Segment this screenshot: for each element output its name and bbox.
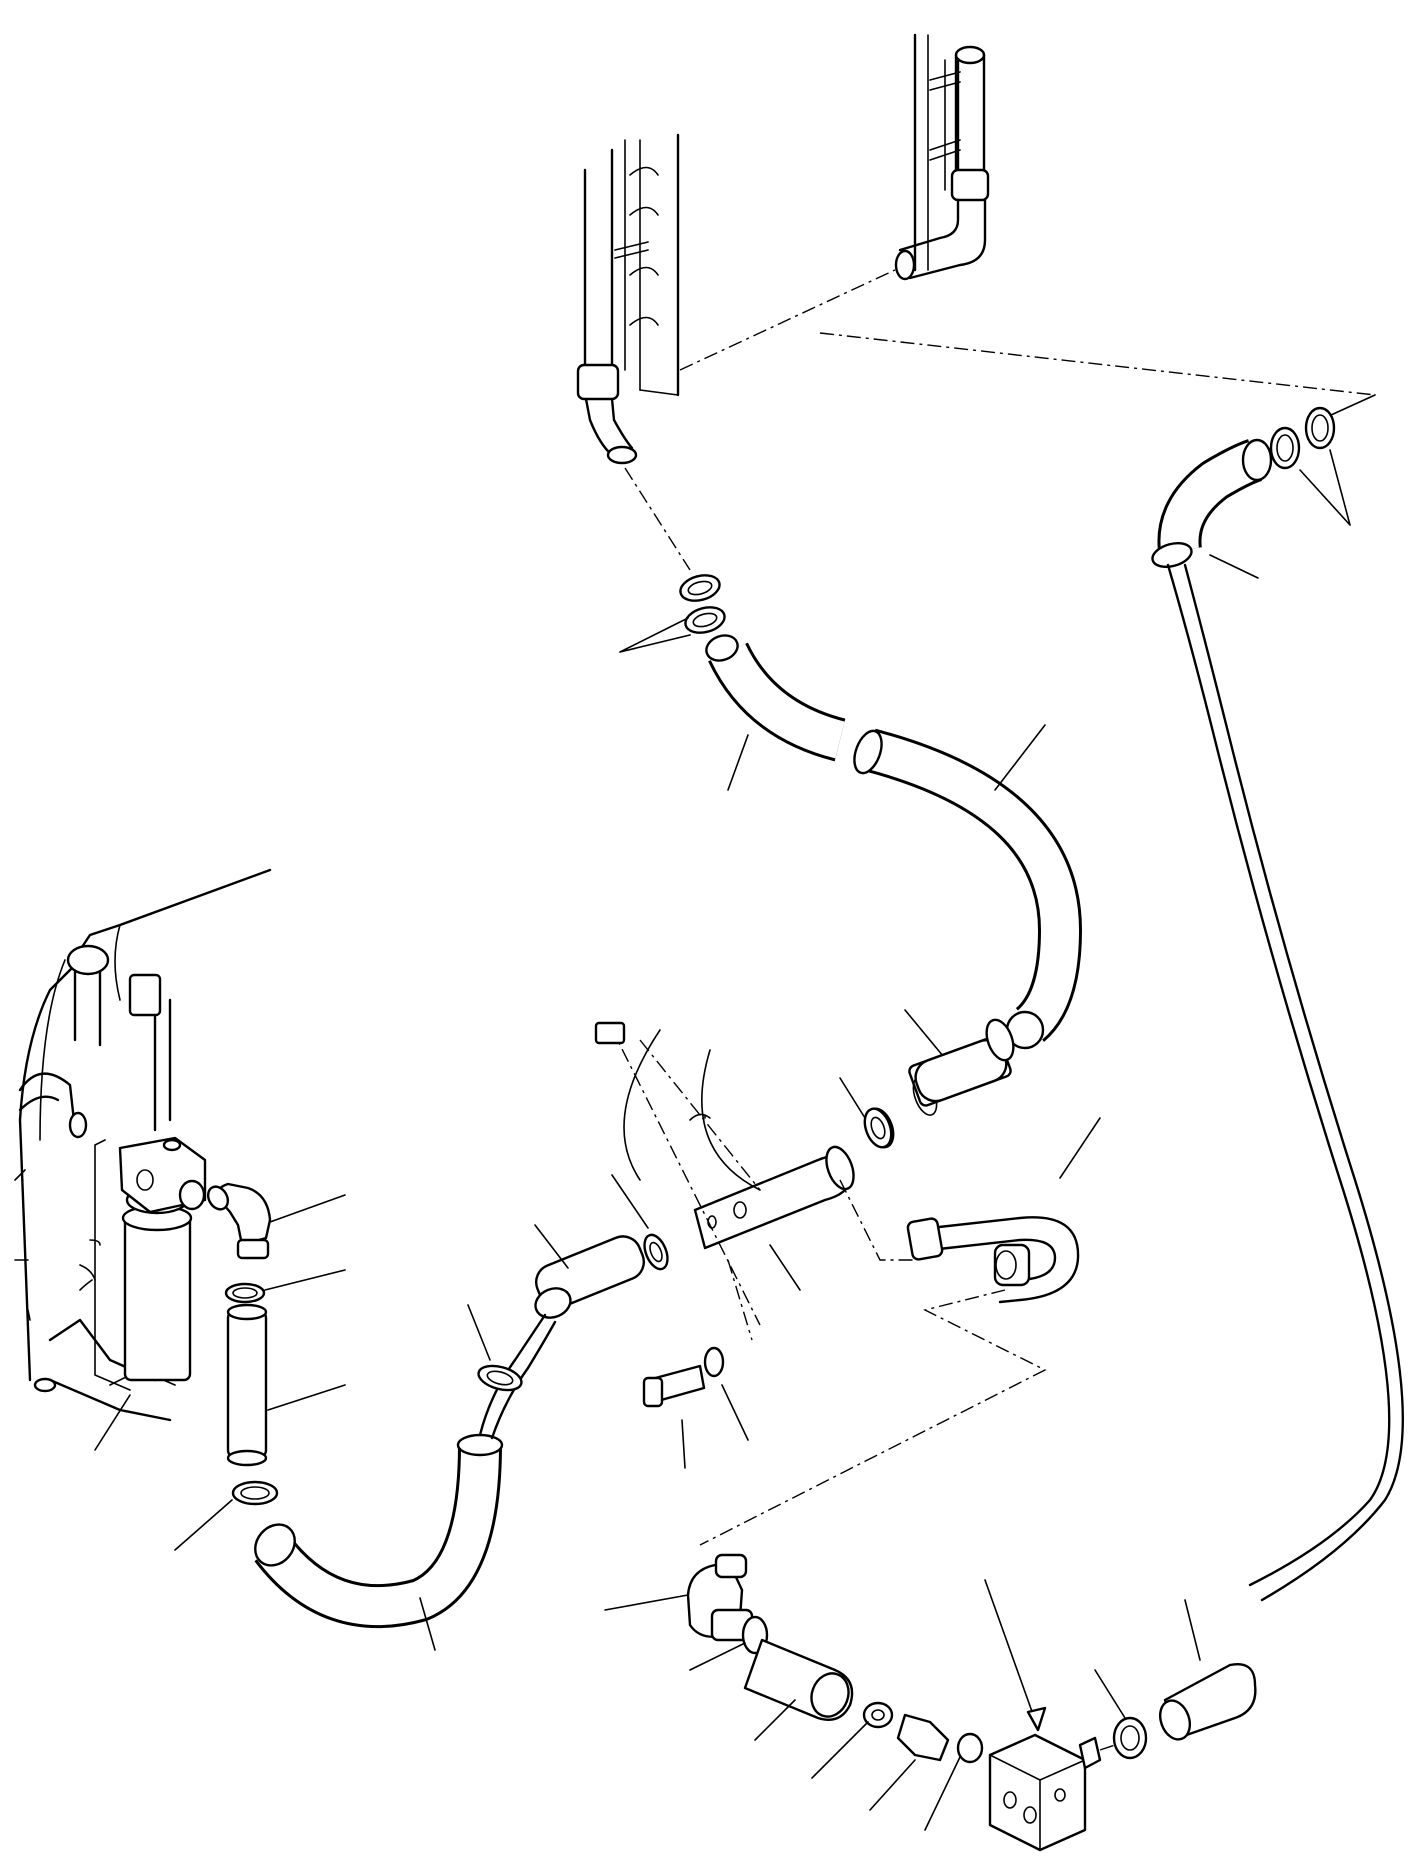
hose-clamp: [224, 1282, 266, 1304]
hose-clamp: [1269, 426, 1301, 470]
outlet-fittings-lower: [604, 1553, 1257, 1852]
heater-core-assembly: [576, 33, 1376, 571]
washer: [703, 1346, 725, 1378]
lower-hose-left: [254, 1304, 557, 1651]
hose-clamp: [684, 606, 726, 634]
short-hose: [226, 1308, 268, 1460]
hose-clamp: [231, 1480, 279, 1506]
hose-clamp: [1304, 406, 1336, 450]
u-tube-pipe: [699, 1117, 1101, 1546]
hose-clamp: [643, 1233, 669, 1271]
washer: [862, 1701, 894, 1729]
flare-nut: [993, 1243, 1031, 1287]
return-hose-right: [1151, 406, 1405, 1602]
o-ring: [956, 1732, 984, 1764]
oil-filter-assembly: [79, 1136, 346, 1551]
valve-fittings: [534, 1009, 1015, 1469]
hose-clamp: [1112, 1716, 1148, 1760]
connector-fitting: [896, 1713, 950, 1762]
valve-block: [988, 1733, 1087, 1852]
engine-block-left: [14, 868, 272, 1422]
hose-clamp: [679, 574, 721, 602]
filter-cartridge: [123, 1213, 192, 1382]
hose-clamp: [477, 1364, 523, 1392]
supply-hose-upper: [619, 574, 1082, 1050]
